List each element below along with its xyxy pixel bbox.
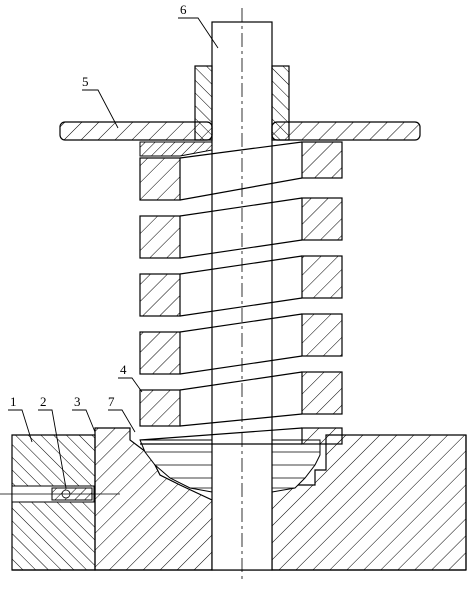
label-part-5: 5 [82, 74, 89, 89]
label-part-2: 2 [40, 394, 47, 409]
label-part-1: 1 [10, 394, 17, 409]
top-plate [59, 65, 421, 141]
label-part-7: 7 [108, 394, 115, 409]
helical-spring [139, 141, 343, 445]
label-part-4: 4 [120, 362, 127, 377]
part-labels: 6 5 4 7 3 2 1 [10, 2, 187, 409]
locating-pin [0, 485, 120, 503]
leader-lines [8, 17, 219, 489]
central-shaft [211, 8, 273, 580]
label-part-3: 3 [74, 394, 81, 409]
label-part-6: 6 [180, 2, 187, 17]
